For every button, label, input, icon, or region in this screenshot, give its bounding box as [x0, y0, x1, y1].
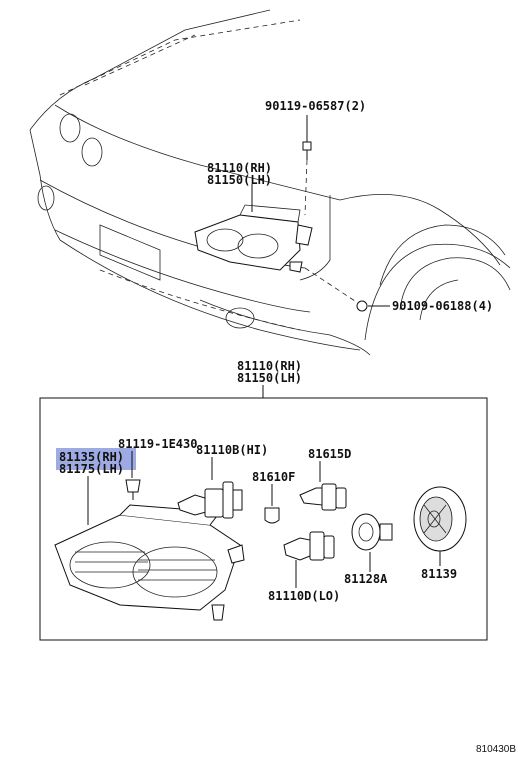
car-front-illustration: [29, 9, 511, 356]
bolt-top-label: 90119-06587(2): [265, 99, 366, 113]
cover-81139-part: [413, 486, 467, 566]
headlamp-assembly-part: [54, 476, 245, 621]
socket-81128-label: 81128A: [344, 572, 388, 586]
socket-81119-part: [125, 451, 141, 500]
cap-81615-part: [299, 461, 347, 511]
cap-81615-label: 81615D: [308, 447, 351, 461]
assy-box-lh-label: 81150(LH): [237, 371, 302, 385]
cover-81139-label: 81139: [421, 567, 457, 581]
socket-81128-part: [351, 513, 393, 572]
assy-box-rh-label: 81110(RH): [237, 359, 302, 373]
assy-top-rh-label: 81110(RH): [207, 161, 272, 175]
bulb-hi-label: 81110B(HI): [196, 443, 268, 457]
assy-top-lh-label: 81150(LH): [207, 173, 272, 187]
bulb-lo-label: 81110D(LO): [268, 589, 340, 603]
cap-81610-label: 81610F: [252, 470, 295, 484]
cap-81610-part: [264, 484, 280, 524]
bulb-lo-part: [283, 531, 335, 588]
socket-code-label: 81119-1E430: [118, 437, 197, 451]
lamp-lh-label: 81175(LH): [59, 462, 124, 476]
bolt-side-label: 90109-06188(4): [392, 299, 493, 313]
exploded-view-box: [39, 397, 488, 641]
bulb-hi-part: [177, 457, 243, 519]
part-highlight: [56, 448, 136, 470]
lamp-rh-label: 81135(RH): [59, 450, 124, 464]
diagram-code: 810430B: [476, 744, 516, 755]
